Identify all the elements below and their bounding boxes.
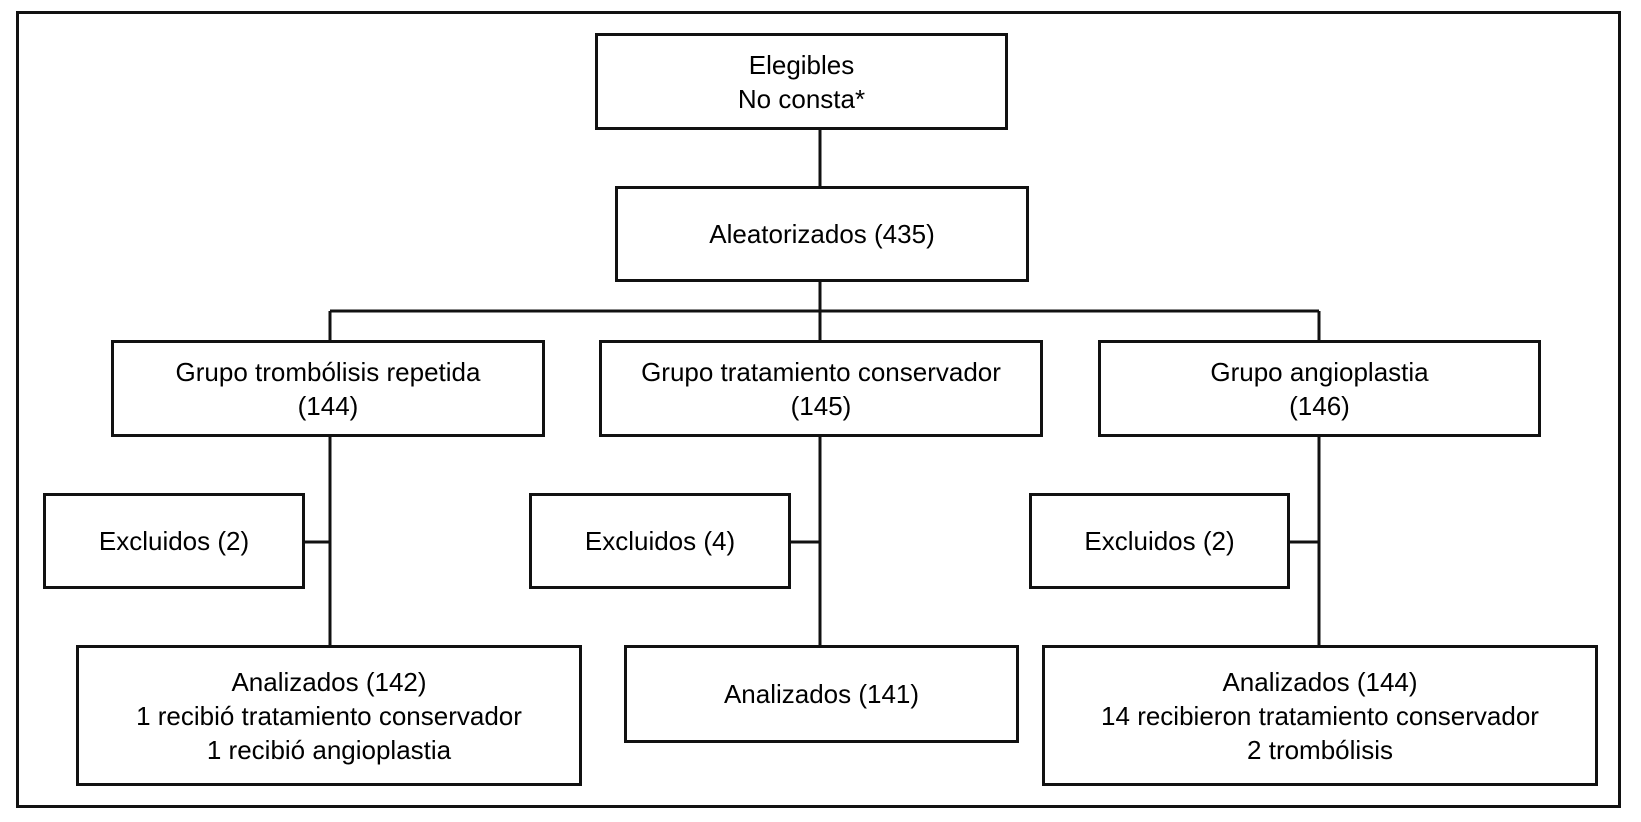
group-count: (146) — [1289, 390, 1350, 421]
randomized-label: Aleatorizados (435) — [709, 219, 935, 249]
analyzed-box-group1: Analizados (142) 1 recibió tratamiento c… — [76, 645, 582, 786]
excluded-box-group1: Excluidos (2) — [43, 493, 305, 589]
excluded-box-group2: Excluidos (4) — [529, 493, 791, 589]
excluded-label: Excluidos (4) — [584, 526, 736, 556]
group-box-repeat-thrombolysis: Grupo trombólisis repetida (144) — [111, 340, 545, 437]
analyzed-box-group3: Analizados (144) 14 recibieron tratamien… — [1042, 645, 1598, 786]
analyzed-label: Analizados (141) — [723, 679, 920, 709]
group-count: (144) — [297, 390, 359, 421]
analyzed-label: Analizados (142) — [231, 666, 427, 697]
group-title: Grupo trombólisis repetida — [175, 356, 481, 387]
group-box-conservative-treatment: Grupo tratamiento conservador (145) — [599, 340, 1043, 437]
eligible-box: Elegibles No consta* — [595, 33, 1008, 130]
excluded-label: Excluidos (2) — [98, 526, 250, 556]
randomized-box: Aleatorizados (435) — [615, 186, 1029, 282]
analyzed-label: Analizados (144) — [1222, 666, 1418, 697]
analyzed-detail: 14 recibieron tratamiento conservador — [1101, 700, 1539, 731]
excluded-label: Excluidos (2) — [1084, 526, 1235, 556]
analyzed-box-group2: Analizados (141) — [624, 645, 1019, 743]
excluded-box-group3: Excluidos (2) — [1029, 493, 1290, 589]
analyzed-detail: 2 trombólisis — [1247, 734, 1393, 765]
group-count: (145) — [790, 390, 852, 421]
diagram-frame — [16, 11, 1621, 808]
eligible-note: No consta* — [737, 83, 866, 114]
analyzed-detail: 1 recibió angioplastia — [206, 734, 452, 765]
group-box-angioplasty: Grupo angioplastia (146) — [1098, 340, 1541, 437]
eligible-label: Elegibles — [748, 49, 855, 80]
analyzed-detail: 1 recibió tratamiento conservador — [136, 700, 522, 731]
group-title: Grupo angioplastia — [1210, 356, 1429, 387]
group-title: Grupo tratamiento conservador — [641, 356, 1001, 387]
